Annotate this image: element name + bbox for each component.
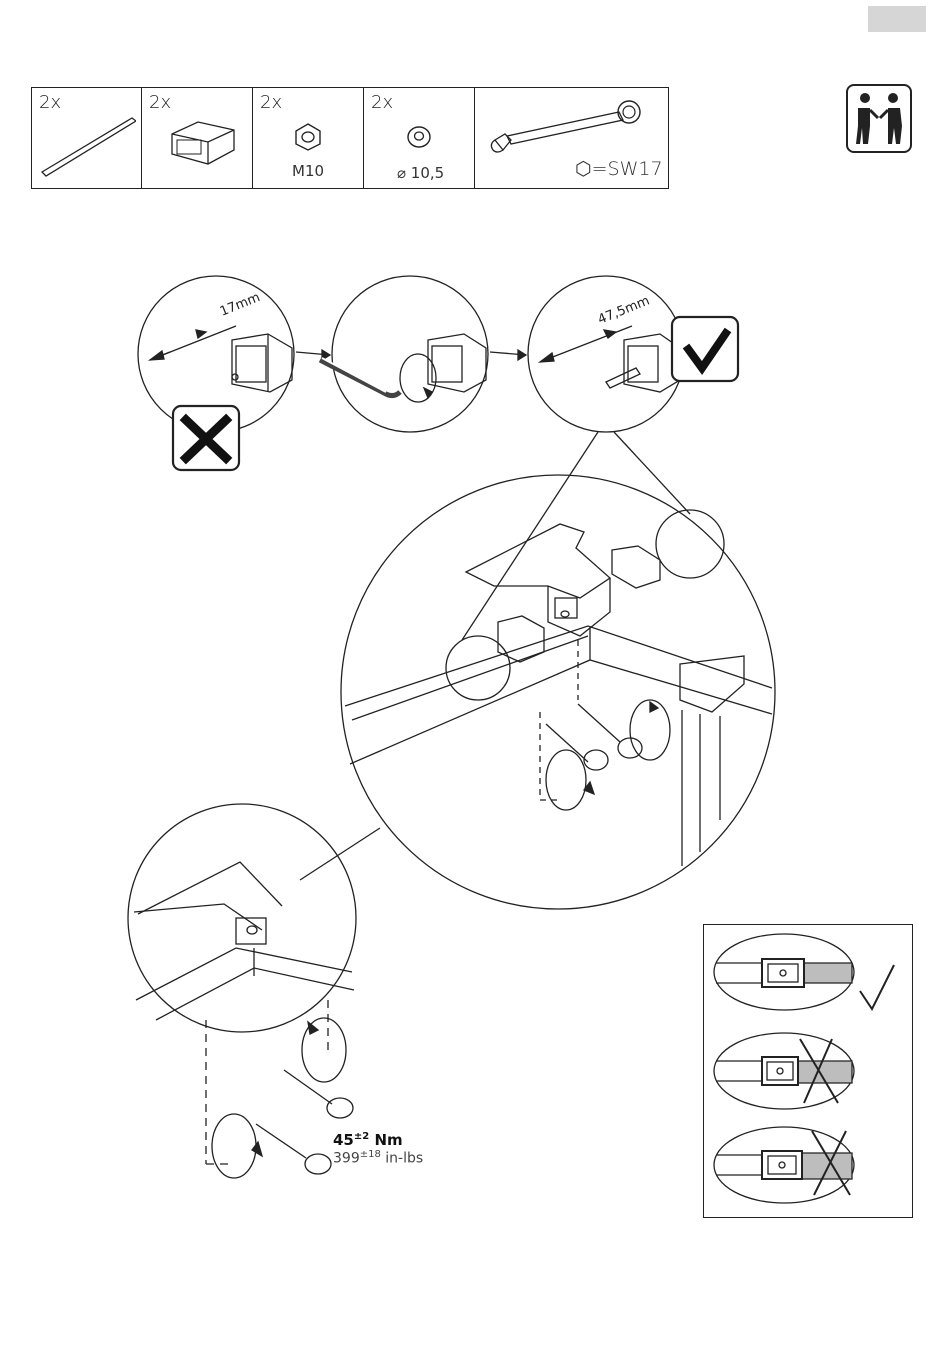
distance-label-wrong: 17mm xyxy=(218,290,262,320)
detail-circle-tighten xyxy=(332,276,488,432)
detail-circle-main xyxy=(341,475,775,909)
torque-nm-tolerance: ±2 xyxy=(354,1131,369,1142)
check-icon xyxy=(672,317,738,381)
alignment-legend xyxy=(703,924,913,1218)
torque-lbs-unit: in-lbs xyxy=(381,1151,423,1167)
torque-label: 45±2 Nm 399±18 in-lbs xyxy=(333,1131,423,1167)
distance-label-correct: 47,5mm xyxy=(596,293,652,327)
torque-lbs-tolerance: ±18 xyxy=(360,1149,381,1160)
torque-nm-unit: Nm xyxy=(369,1131,402,1149)
cross-icon xyxy=(173,406,239,470)
torque-lbs-value: 399 xyxy=(333,1151,360,1167)
torque-nm-value: 45 xyxy=(333,1131,354,1149)
